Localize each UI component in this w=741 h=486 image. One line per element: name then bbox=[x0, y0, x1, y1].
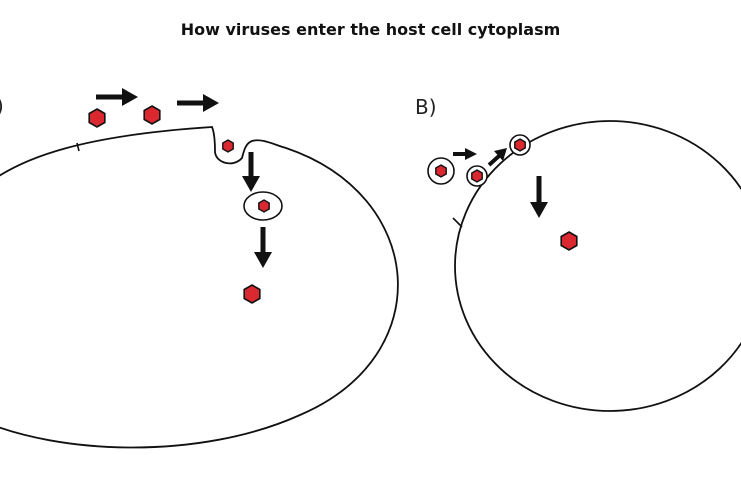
panel-b: B) bbox=[415, 95, 741, 412]
arrow-right-icon bbox=[453, 148, 477, 160]
diagram-title: How viruses enter the host cell cytoplas… bbox=[180, 20, 561, 39]
panel-a-label: ) bbox=[0, 94, 4, 118]
virus-icon bbox=[471, 169, 483, 183]
virus-icon bbox=[243, 284, 261, 304]
virus-icon bbox=[143, 105, 161, 125]
arrow-diagonal-icon bbox=[487, 148, 507, 167]
arrow-down-icon bbox=[242, 152, 260, 192]
virus-icon bbox=[560, 231, 578, 251]
panel-a: ) bbox=[0, 88, 399, 449]
panel-b-cell-membrane bbox=[454, 120, 741, 412]
endosome-vesicle bbox=[243, 191, 283, 221]
panel-b-label: B) bbox=[415, 95, 437, 119]
arrow-down-icon bbox=[254, 227, 272, 268]
panel-a-cell-membrane bbox=[0, 126, 399, 449]
virus-icon bbox=[435, 164, 447, 178]
virus-icon bbox=[514, 138, 526, 152]
virus-icon bbox=[88, 108, 106, 128]
arrow-right-icon bbox=[96, 88, 138, 106]
arrow-right-icon bbox=[177, 94, 219, 112]
virus-icon bbox=[222, 139, 234, 153]
virus-icon bbox=[258, 199, 270, 213]
panel-a-membrane-tick bbox=[76, 142, 80, 152]
panel-b-membrane-tick bbox=[452, 217, 463, 228]
arrow-down-icon bbox=[530, 176, 548, 218]
